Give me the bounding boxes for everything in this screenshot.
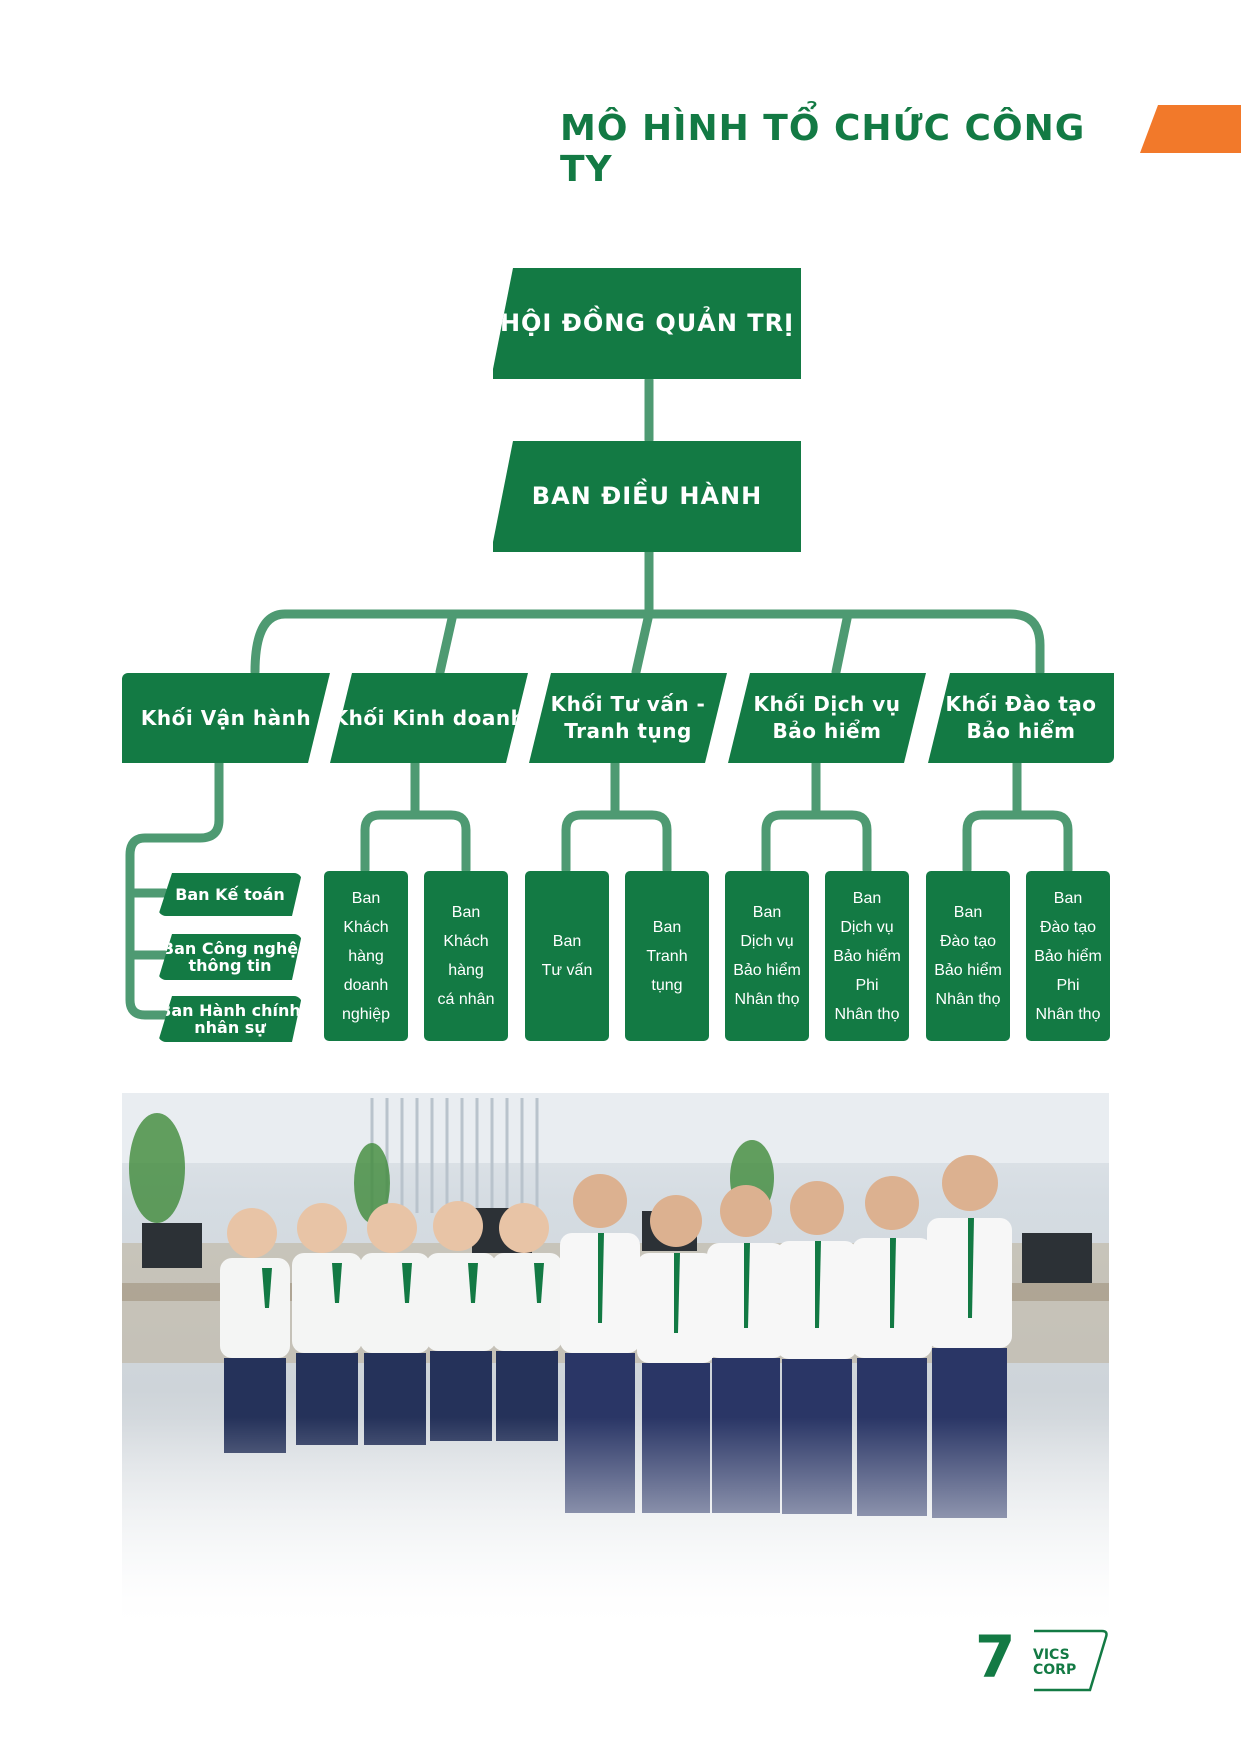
dept-individual-clients: Ban Khách hàng cá nhân [424,871,508,1041]
dept-life-insurance-services: Ban Dịch vụ Bảo hiểm Nhân thọ [725,871,809,1041]
dept-it-label-line1: Ban Công nghệ [161,939,299,958]
dept-life-insurance-training-line4: Nhân thọ [935,991,1001,1008]
dept-consulting: Ban Tư vấn [525,871,609,1041]
dept-corporate-clients: Ban Khách hàng doanh nghiệp [324,871,408,1041]
executive-box: BAN ĐIỀU HÀNH [493,441,801,552]
dept-life-insurance-services-line3: Bảo hiểm [733,962,801,979]
dept-litigation-line1: Ban [652,918,682,936]
dept-corporate-clients-line5: nghiệp [341,1005,391,1023]
dept-non-life-insurance-training: Ban Đào tạo Bảo hiểm Phi Nhân thọ [1026,871,1110,1041]
brand-line1: VICS [1033,1647,1070,1663]
block-insurance-training-label-line2: Bảo hiểm [966,719,1076,743]
dept-life-insurance-services-line1: Ban [752,904,782,921]
dept-it-label-line2: thông tin [188,956,272,975]
board-box: HỘI ĐỒNG QUẢN TRỊ [493,268,801,379]
page-number: 7 [975,1623,1016,1691]
block-insurance-training-label-line1: Khối Đào tạo [945,692,1097,716]
org-connectors [125,375,1073,1020]
block-consulting-label-line2: Tranh tụng [564,719,692,743]
dept-non-life-insurance-services-line5: Nhân thọ [834,1005,900,1023]
brand-line2: CORP [1033,1662,1077,1678]
executive-label: BAN ĐIỀU HÀNH [531,482,763,511]
dept-non-life-insurance-training-line1: Ban [1053,889,1083,907]
dept-life-insurance-training-line3: Bảo hiểm [934,962,1002,979]
dept-non-life-insurance-training-line2: Đào tạo [1039,918,1097,936]
dept-admin-hr-label-line1: Ban Hành chính [159,1001,301,1020]
page-title: MÔ HÌNH TỔ CHỨC CÔNG TY [560,108,1086,190]
dept-life-insurance-training: Ban Đào tạo Bảo hiểm Nhân thọ [926,871,1010,1041]
dept-non-life-insurance-training-line3: Bảo hiểm [1034,947,1102,965]
dept-corporate-clients-line1: Ban [351,889,381,907]
block-business: Khối Kinh doanh [330,673,528,763]
dept-life-insurance-training-line1: Ban [953,904,983,921]
accent-tab [1140,105,1241,153]
dept-life-insurance-services-line2: Dịch vụ [740,933,794,950]
dept-non-life-insurance-training-line4: Phi [1056,976,1080,994]
board-label: HỘI ĐỒNG QUẢN TRỊ [499,309,795,338]
dept-accounting: Ban Kế toán [158,873,302,916]
dept-non-life-insurance-services: Ban Dịch vụ Bảo hiểm Phi Nhân thọ [825,871,909,1041]
dept-individual-clients-line4: cá nhân [437,991,495,1008]
dept-individual-clients-line3: hàng [448,962,484,979]
dept-life-insurance-services-line4: Nhân thọ [734,991,800,1008]
block-consulting-litigation: Khối Tư vấn - Tranh tụng [529,673,727,763]
dept-non-life-insurance-services-line3: Bảo hiểm [833,947,901,965]
block-consulting-label-line1: Khối Tư vấn - [550,692,706,716]
dept-individual-clients-line1: Ban [451,904,481,921]
dept-non-life-insurance-services-line4: Phi [855,976,879,994]
dept-non-life-insurance-training-line5: Nhân thọ [1035,1005,1101,1023]
block-insurance-services-label-line1: Khối Dịch vụ [753,692,901,716]
brand-logo-text: VICS CORP [1033,1648,1076,1678]
block-operations: Khối Vận hành [122,673,330,763]
dept-consulting-line1: Ban [552,933,582,950]
dept-corporate-clients-line4: doanh [343,976,389,994]
brand-frame-icon [1034,1629,1108,1692]
block-insurance-training: Khối Đào tạo Bảo hiểm [928,673,1114,763]
dept-accounting-label: Ban Kế toán [175,885,285,904]
dept-admin-hr: Ban Hành chính nhân sự [158,996,302,1042]
block-insurance-services: Khối Dịch vụ Bảo hiểm [728,673,926,763]
team-photo [122,1093,1109,1633]
dept-life-insurance-training-line2: Đào tạo [939,933,997,950]
dept-corporate-clients-line3: hàng [348,947,384,965]
dept-non-life-insurance-services-line2: Dịch vụ [840,918,894,936]
dept-non-life-insurance-services-line1: Ban [852,889,882,907]
dept-litigation-line3: tụng [651,976,683,994]
block-operations-label: Khối Vận hành [140,705,312,730]
dept-admin-hr-label-line2: nhân sự [194,1018,266,1037]
block-insurance-services-label-line2: Bảo hiểm [772,719,882,743]
dept-litigation-line2: Tranh [646,947,688,965]
dept-consulting-line2: Tư vấn [541,962,593,979]
block-business-label: Khối Kinh doanh [332,705,526,730]
dept-litigation: Ban Tranh tụng [625,871,709,1041]
dept-it: Ban Công nghệ thông tin [158,934,302,980]
dept-individual-clients-line2: Khách [443,933,489,950]
dept-corporate-clients-line2: Khách [343,918,389,936]
